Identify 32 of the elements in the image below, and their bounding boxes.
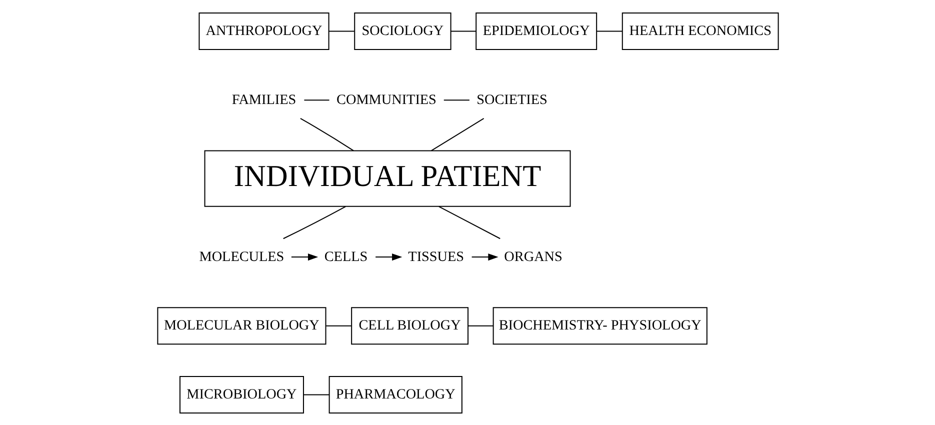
- connector: [300, 118, 354, 151]
- node-text: COMMUNITIES: [336, 91, 436, 108]
- connector: [303, 394, 329, 395]
- arrow: [290, 253, 318, 260]
- node-box: INDIVIDUAL PATIENT: [204, 150, 570, 206]
- connector: [596, 30, 622, 32]
- node-box: EPIDEMIOLOGY: [475, 12, 597, 50]
- node-box: BIOCHEMISTRY- PHYSIOLOGY: [492, 306, 707, 344]
- node-box: CELL BIOLOGY: [350, 306, 468, 344]
- node-box: SOCIOLOGY: [354, 12, 451, 50]
- connector: [438, 206, 500, 239]
- node-box: HEALTH ECONOMICS: [621, 12, 778, 50]
- node-box: MICROBIOLOGY: [178, 376, 304, 413]
- arrow: [471, 253, 498, 260]
- node-box: PHARMACOLOGY: [328, 376, 462, 413]
- arrow: [375, 253, 402, 260]
- node-text: SOCIETIES: [476, 91, 547, 108]
- connector: [282, 206, 346, 239]
- connector: [430, 118, 484, 151]
- node-box: MOLECULAR BIOLOGY: [156, 306, 326, 344]
- node-text: TISSUES: [408, 248, 464, 264]
- node-text: ORGANS: [504, 248, 562, 264]
- connector: [443, 99, 469, 100]
- connector: [326, 324, 351, 326]
- connector: [450, 30, 476, 32]
- node-text: MOLECULES: [198, 248, 284, 264]
- node-text: FAMILIES: [231, 91, 296, 108]
- connector: [328, 30, 354, 32]
- connector: [468, 324, 493, 326]
- node-text: CELLS: [324, 248, 368, 264]
- node-box: ANTHROPOLOGY: [198, 12, 329, 50]
- connector: [304, 99, 329, 100]
